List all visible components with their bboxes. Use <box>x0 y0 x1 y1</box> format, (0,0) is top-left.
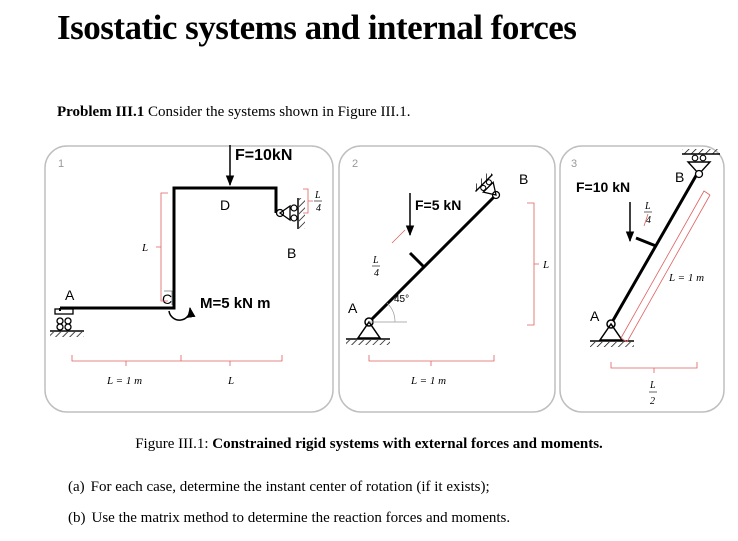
panel-3-dim-l2-num: L <box>649 380 656 391</box>
panel-2-force-label: F=5 kN <box>415 197 461 213</box>
panel-3-dim-l-parallel <box>620 190 711 343</box>
panel-1-force-label: F=10kN <box>235 147 292 164</box>
page-title: Isostatic systems and internal forces <box>57 8 577 47</box>
panel-1-corner-c <box>164 290 173 305</box>
panel-2-point-a: A <box>348 300 358 316</box>
panel-3-number: 3 <box>571 158 577 170</box>
panel-3-dim-leq: L = 1 m <box>668 272 704 284</box>
figure-iii-1: 1 A C D B F=10kN <box>44 145 725 413</box>
panel-2-dim-bottom <box>368 355 495 366</box>
problem-label: Problem III.1 <box>57 104 145 120</box>
panel-3-load-arm <box>635 236 657 248</box>
panel-1-dim-l4 <box>303 188 313 214</box>
panel-3-dim-l-parallel-offset <box>626 194 711 343</box>
question-a: (a) For each case, determine the instant … <box>68 479 490 496</box>
panel-3-force-label: F=10 kN <box>576 179 630 195</box>
question-b-marker: (b) <box>68 510 86 526</box>
panel-2-support-b <box>471 170 501 200</box>
panel-2-number: 2 <box>352 158 358 170</box>
question-a-text: For each case, determine the instant cen… <box>90 479 490 495</box>
panel-1-number: 1 <box>58 158 64 170</box>
panel-1-point-c: C <box>162 291 172 307</box>
panel-1-moment-arrow <box>168 306 196 321</box>
panel-2-dim-l4 <box>391 229 406 244</box>
panel-2-dim-l-right <box>527 202 539 326</box>
panel-3-dim-l2 <box>610 362 698 373</box>
panel-2-angle-arc <box>386 302 396 323</box>
panel-2: 2 A B F=5 kN 45° L 4 <box>338 145 556 413</box>
question-a-marker: (a) <box>68 479 85 495</box>
panel-1: 1 A C D B F=10kN <box>44 145 334 413</box>
panel-2-dim-l-right-label: L <box>542 259 549 271</box>
panel-1-moment-label: M=5 kN m <box>200 295 270 312</box>
panel-2-frame <box>338 145 556 413</box>
panel-2-beam <box>367 193 498 324</box>
panel-1-dim-l4-den: 4 <box>316 203 321 214</box>
panel-2-dim-l4-num: L <box>372 255 379 266</box>
panel-3-point-a: A <box>590 308 600 324</box>
panel-2-dim-l4-den: 4 <box>374 268 379 279</box>
question-b-text: Use the matrix method to determine the r… <box>91 510 511 526</box>
panel-1-dim-bottom <box>71 355 283 366</box>
panel-3-dim-l4 <box>643 213 649 227</box>
question-b: (b) Use the matrix method to determine th… <box>68 510 510 527</box>
panel-3-dim-l4-num: L <box>644 201 651 212</box>
panel-1-dim-l-bottom: L <box>227 375 234 387</box>
panel-1-point-d: D <box>220 197 230 213</box>
panel-1-point-a: A <box>65 287 75 303</box>
panel-2-dim-leq: L = 1 m <box>410 375 446 387</box>
panel-3-dim-l4-den: 4 <box>646 215 651 226</box>
panel-1-support-b <box>275 198 305 229</box>
panel-3: 3 A B F=10 kN L 4 L <box>559 145 725 413</box>
panel-2-point-b: B <box>519 171 528 187</box>
panel-3-support-a <box>590 319 634 347</box>
panel-2-angle-label: 45° <box>394 294 409 305</box>
problem-text: Consider the systems shown in Figure III… <box>147 104 411 120</box>
panel-1-support-a <box>50 308 84 337</box>
panel-1-dim-l-vertical <box>156 192 168 302</box>
panel-1-frame-structure <box>60 186 278 310</box>
panel-3-support-b <box>682 149 720 179</box>
panel-3-frame <box>559 145 725 413</box>
panel-1-dim-l4-num: L <box>314 190 321 201</box>
panel-1-dim-l-label: L <box>141 242 148 254</box>
panel-3-point-b: B <box>675 169 684 185</box>
panel-3-beam <box>609 173 699 325</box>
panel-3-dim-l2-den: 2 <box>650 396 655 407</box>
panel-2-load-arm <box>408 251 426 269</box>
caption-text: Constrained rigid systems with external … <box>212 436 603 452</box>
panel-1-dim-leq: L = 1 m <box>106 375 142 387</box>
panel-1-frame <box>44 145 334 413</box>
problem-statement: Problem III.1 Consider the systems shown… <box>57 104 410 121</box>
caption-prefix: Figure III.1: <box>135 436 209 452</box>
panel-1-point-b: B <box>287 245 296 261</box>
figure-caption: Figure III.1: Constrained rigid systems … <box>0 436 738 453</box>
